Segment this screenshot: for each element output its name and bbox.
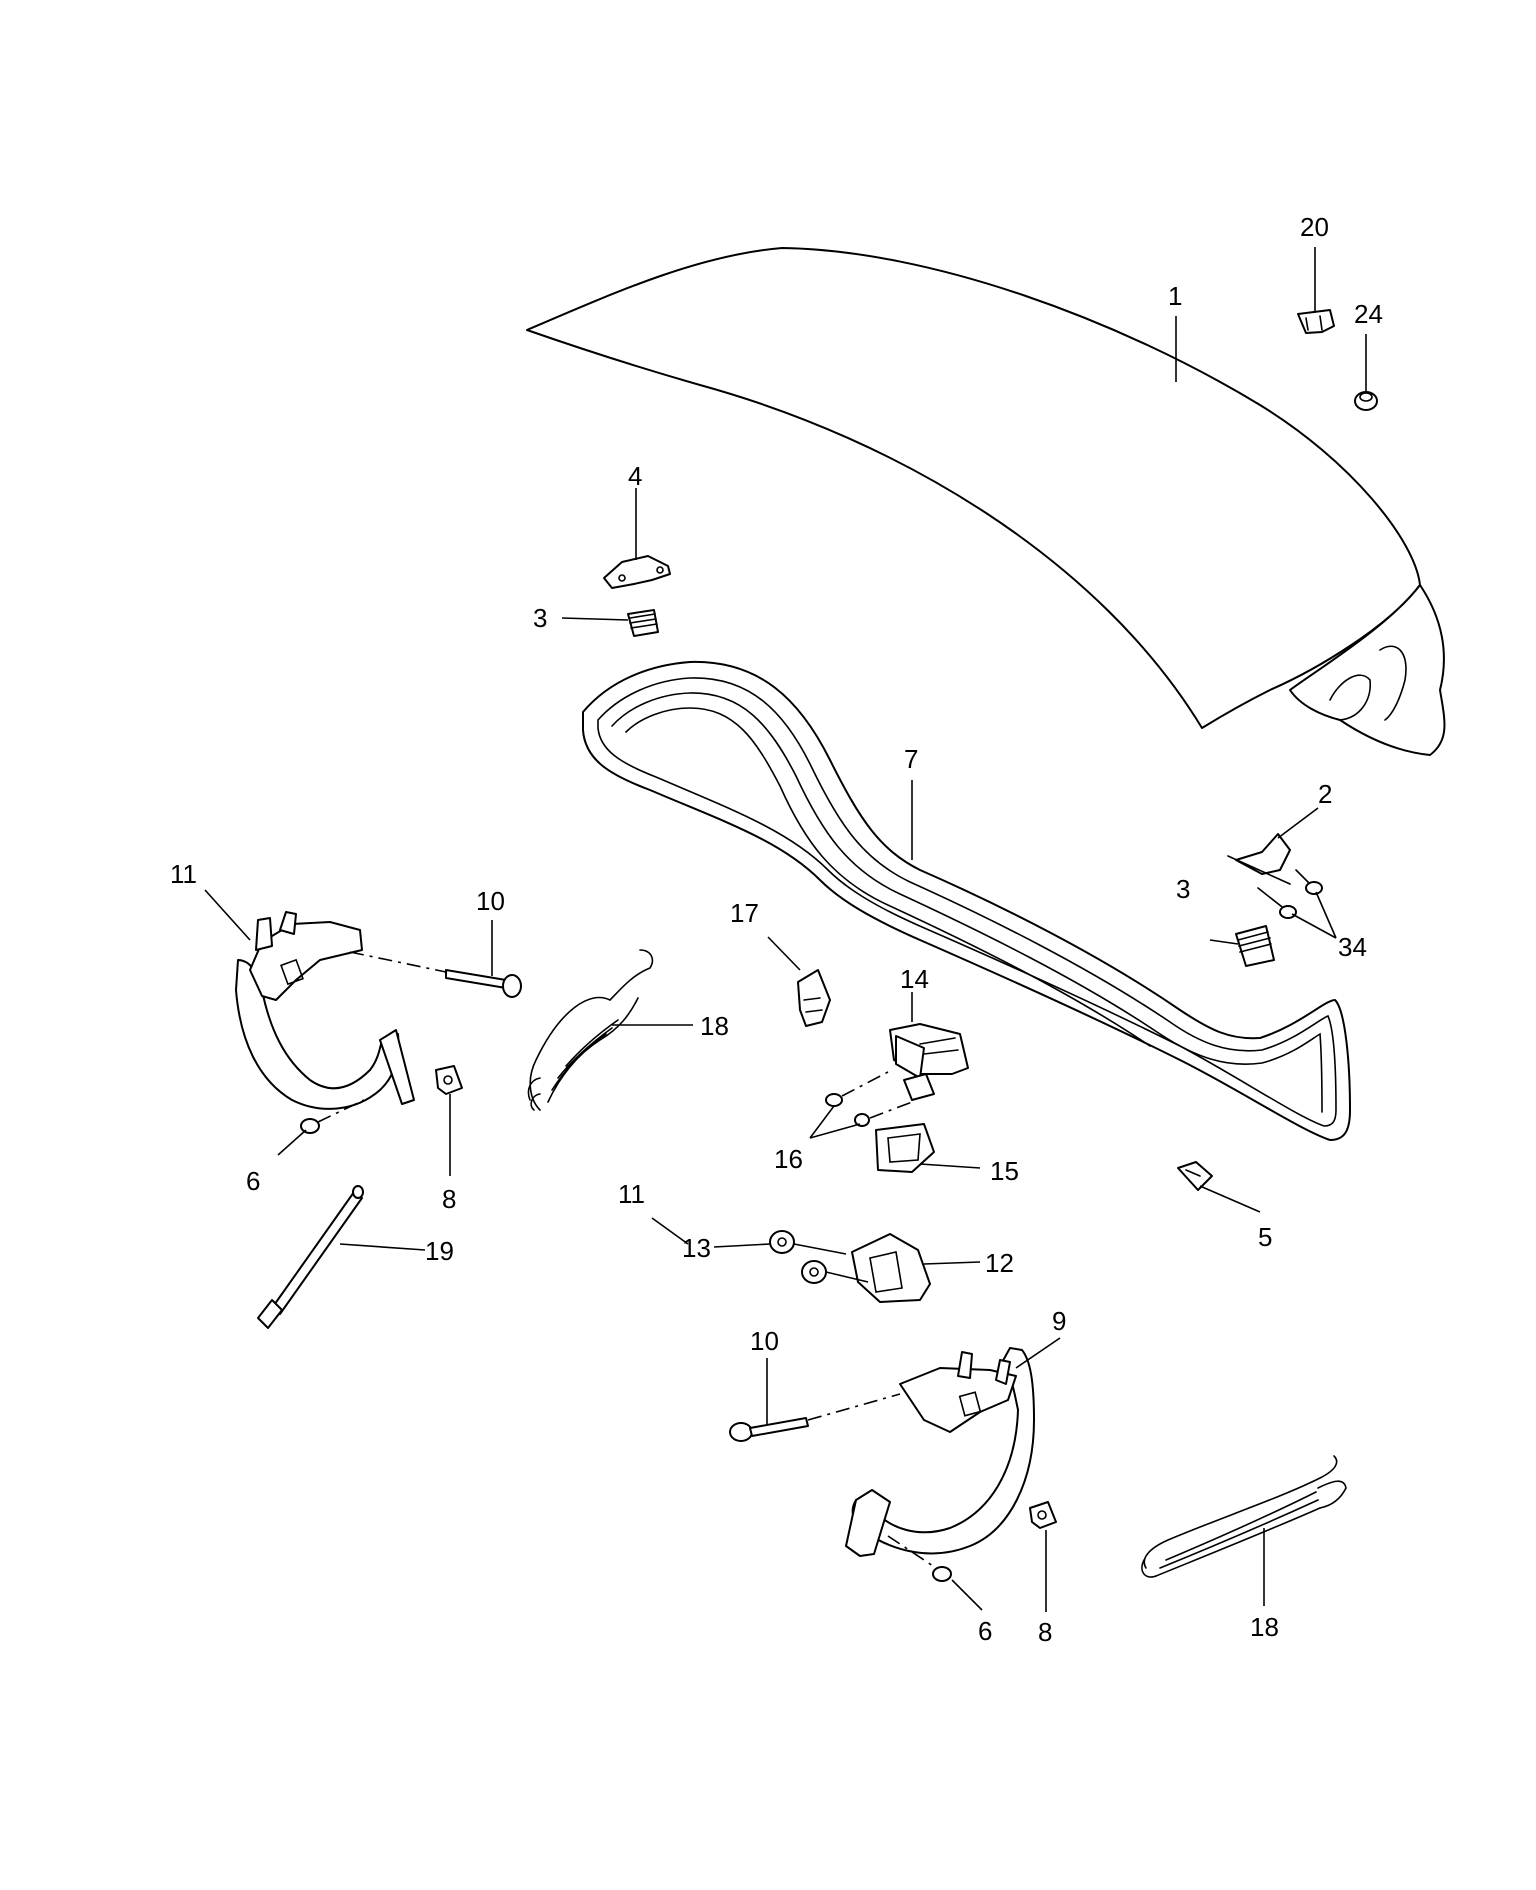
- callout-17: 17: [730, 898, 759, 928]
- callout-6-left: 6: [246, 1166, 260, 1196]
- callout-9: 9: [1052, 1306, 1066, 1336]
- bolt-part-34: [1257, 869, 1323, 919]
- callout-8-left: 8: [442, 1184, 456, 1214]
- callout-1: 1: [1168, 281, 1182, 311]
- callout-3-upper: 3: [533, 603, 547, 633]
- callout-10-right: 10: [750, 1326, 779, 1356]
- callout-34: 34: [1338, 932, 1367, 962]
- weatherstrip-seal-part: [582, 660, 1351, 1141]
- callout-14: 14: [900, 964, 929, 994]
- callout-8-right: 8: [1038, 1617, 1052, 1647]
- hinge-bolt-part-10-left: [349, 951, 522, 998]
- callout-19: 19: [425, 1236, 454, 1266]
- nut-part-13: [769, 1230, 869, 1284]
- callout-11-middle: 11: [618, 1179, 645, 1209]
- callout-3-right: 3: [1176, 874, 1190, 904]
- callout-18-upper: 18: [700, 1011, 729, 1041]
- striker-part-12: [851, 1233, 931, 1303]
- nut-part-8-left: [435, 1065, 463, 1095]
- callout-labels: 1 20 24 4 3 7 2 3 34 11 10 18 6 8 19 17 …: [170, 212, 1383, 1647]
- bracket-part-4: [603, 555, 671, 589]
- callout-10-left: 10: [476, 886, 505, 916]
- callout-16: 16: [774, 1144, 803, 1174]
- hinge-part-9-right: [845, 1347, 1035, 1557]
- callout-18-lower: 18: [1250, 1612, 1279, 1642]
- callout-7: 7: [904, 744, 918, 774]
- bumper-part-3-right: [1235, 925, 1275, 967]
- callout-12: 12: [985, 1248, 1014, 1278]
- callout-24: 24: [1354, 299, 1383, 329]
- bumper-part-3-upper: [627, 609, 659, 637]
- screw-part-16: [825, 1071, 913, 1127]
- callout-20: 20: [1300, 212, 1329, 242]
- callout-6-right: 6: [978, 1616, 992, 1646]
- callout-13: 13: [682, 1233, 711, 1263]
- decklid-part: [526, 247, 1446, 756]
- callout-11-left: 11: [170, 859, 197, 889]
- latch-part-17: [797, 969, 831, 1027]
- nut-part-8-right: [1029, 1501, 1057, 1529]
- clip-part-20: [1297, 309, 1335, 334]
- gas-strut-part-19: [257, 1185, 364, 1329]
- bracket-part-2: [1227, 833, 1291, 885]
- latch-assembly-part-14: [889, 1023, 969, 1101]
- torsion-spring-part-18-upper: [527, 949, 654, 1111]
- bolt-part-6-right: [887, 1535, 952, 1582]
- torsion-spring-part-18-lower: [1141, 1455, 1347, 1578]
- hinge-part-11-left: [235, 911, 415, 1110]
- callout-5: 5: [1258, 1222, 1272, 1252]
- clip-part-5: [1177, 1161, 1213, 1191]
- callout-15: 15: [990, 1156, 1019, 1186]
- switch-part-15: [875, 1123, 935, 1173]
- callout-2: 2: [1318, 779, 1332, 809]
- push-pin-part-24: [1354, 391, 1378, 411]
- leader-lines: [204, 247, 1367, 1612]
- hinge-bolt-part-10-right: [729, 1393, 901, 1442]
- callout-4: 4: [628, 461, 642, 491]
